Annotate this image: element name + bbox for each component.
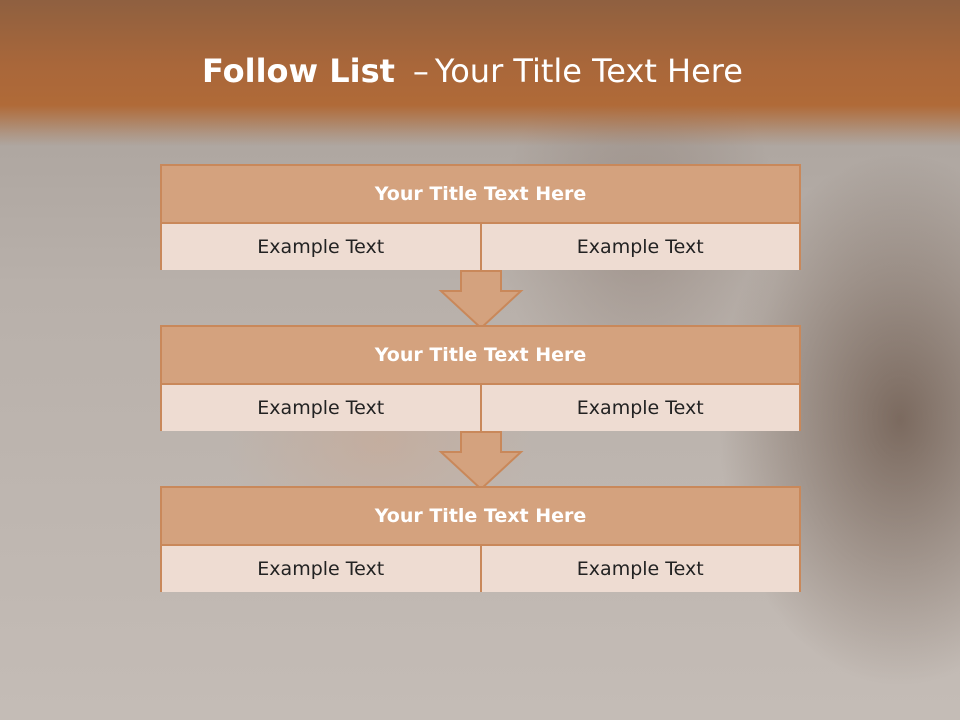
step-block-3: Your Title Text Here Example Text Exampl… <box>160 486 801 592</box>
down-arrow-icon <box>438 270 524 330</box>
down-arrow-icon <box>438 431 524 491</box>
step-block-2: Your Title Text Here Example Text Exampl… <box>160 325 801 431</box>
step-cell-right: Example Text <box>479 546 799 592</box>
step-cell-right: Example Text <box>479 385 799 431</box>
step-cell-right: Example Text <box>479 224 799 270</box>
step-title: Your Title Text Here <box>162 327 799 385</box>
step-cell-left: Example Text <box>162 224 480 270</box>
step-row: Example Text Example Text <box>162 546 799 592</box>
step-title: Your Title Text Here <box>162 488 799 546</box>
step-block-1: Your Title Text Here Example Text Exampl… <box>160 164 801 270</box>
step-row: Example Text Example Text <box>162 224 799 270</box>
title-rest: Your Title Text Here <box>434 52 743 90</box>
page-title: Follow List–Your Title Text Here <box>0 52 945 90</box>
title-separator: – <box>412 52 429 90</box>
step-cell-left: Example Text <box>162 546 480 592</box>
title-banner <box>0 0 960 146</box>
step-title: Your Title Text Here <box>162 166 799 224</box>
title-bold: Follow List <box>202 52 395 90</box>
step-row: Example Text Example Text <box>162 385 799 431</box>
step-cell-left: Example Text <box>162 385 480 431</box>
